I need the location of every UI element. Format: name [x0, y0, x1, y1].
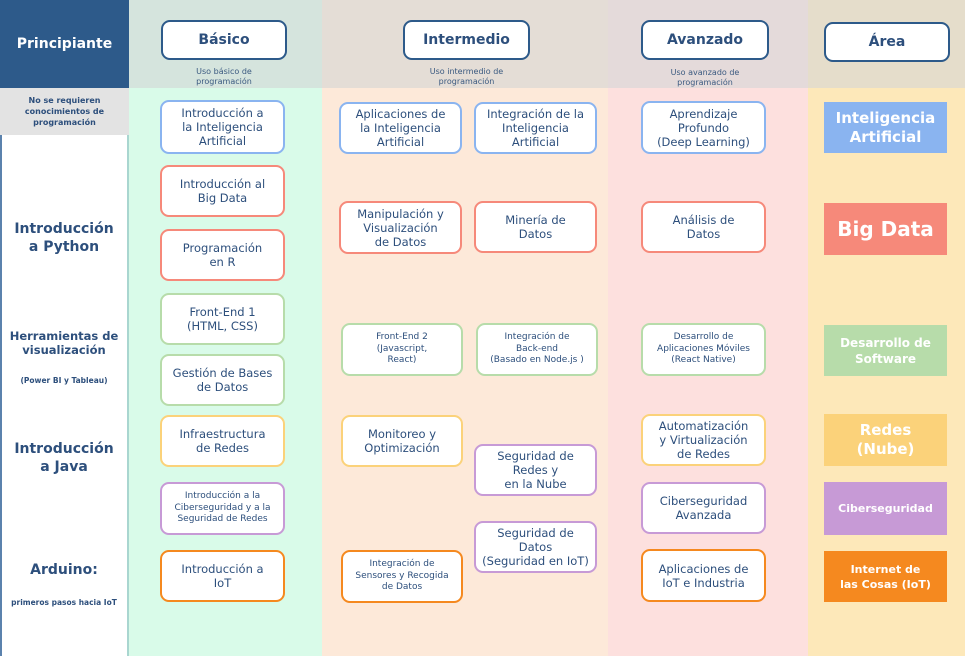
area-redes[interactable]: Redes (Nube) — [824, 414, 947, 466]
no-prerequisites-note: No se requieren conocimientos de program… — [24, 96, 105, 127]
course-intermedio-big_data[interactable]: Manipulación y Visualización de Datos — [339, 201, 462, 254]
sidebar-header: Principiante — [0, 0, 129, 88]
course-avanzado-big_data[interactable]: Análisis de Datos — [641, 201, 766, 253]
course-basico-big_data[interactable]: Programación en R — [160, 229, 285, 281]
sidebar-item-python[interactable]: Introducción a Python — [0, 201, 128, 275]
course-basico-iot[interactable]: Introducción a IoT — [160, 550, 285, 602]
course-avanzado-redes[interactable]: Automatización y Virtualización de Redes — [641, 414, 766, 466]
course-basico-software[interactable]: Gestión de Bases de Datos — [160, 354, 285, 406]
course-avanzado-software[interactable]: Desarrollo de Aplicaciones Móviles (Reac… — [641, 323, 766, 376]
course-basico-software[interactable]: Front-End 1 (HTML, CSS) — [160, 293, 285, 345]
course-basico-ciber[interactable]: Introducción a la Ciberseguridad y a la … — [160, 482, 285, 535]
area-iot[interactable]: Internet de las Cosas (IoT) — [824, 551, 947, 602]
sidebar-note: No se requieren conocimientos de program… — [0, 88, 129, 135]
area-ia[interactable]: Inteligencia Artificial — [824, 102, 947, 153]
sidebar-item-arduino[interactable]: Arduino: primeros pasos hacia IoT — [0, 542, 128, 626]
area-ciberseguridad[interactable]: Ciberseguridad — [824, 482, 947, 535]
course-basico-redes[interactable]: Infraestructura de Redes — [160, 415, 285, 467]
level-basico-button[interactable]: Básico — [161, 20, 287, 60]
course-intermedio-ciber[interactable]: Seguridad de Datos (Seguridad en IoT) — [474, 521, 597, 573]
course-avanzado-ia[interactable]: Aprendizaje Profundo (Deep Learning) — [641, 101, 766, 154]
level-avanzado-button[interactable]: Avanzado — [641, 20, 769, 60]
course-intermedio-software[interactable]: Front-End 2 (Javascript, React) — [341, 323, 463, 376]
course-basico-big_data[interactable]: Introducción al Big Data — [160, 165, 285, 217]
course-intermedio-software[interactable]: Integración de Back-end (Basado en Node.… — [476, 323, 598, 376]
course-intermedio-redes[interactable]: Monitoreo y Optimización — [341, 415, 463, 467]
sidebar-item-subtitle: (Power BI y Tableau) — [20, 376, 108, 385]
intermedio-description: Uso intermedio de programación — [429, 67, 504, 86]
course-basico-ia[interactable]: Introducción a la Inteligencia Artificia… — [160, 100, 285, 154]
area-software[interactable]: Desarrollo de Software — [824, 325, 947, 376]
course-intermedio-big_data[interactable]: Minería de Datos — [474, 201, 597, 253]
course-intermedio-iot[interactable]: Integración de Sensores y Recogida de Da… — [341, 550, 463, 603]
course-intermedio-ia[interactable]: Aplicaciones de la Inteligencia Artifici… — [339, 102, 462, 154]
avanzado-description: Uso avanzado de programación — [670, 68, 740, 87]
course-avanzado-ciber[interactable]: Ciberseguridad Avanzada — [641, 482, 766, 534]
level-intermedio-button[interactable]: Intermedio — [403, 20, 530, 60]
sidebar-title: Principiante — [16, 36, 113, 52]
sidebar-item-title: Herramientas de visualización — [9, 329, 119, 357]
course-avanzado-iot[interactable]: Aplicaciones de IoT e Industria — [641, 549, 766, 602]
sidebar-item-title: Introducción a Java — [14, 441, 114, 475]
area-big-data[interactable]: Big Data — [824, 203, 947, 255]
level-area-button[interactable]: Área — [824, 22, 950, 62]
basico-description: Uso básico de programación — [196, 67, 252, 86]
sidebar-item-title: Introducción a Python — [14, 221, 114, 255]
course-intermedio-ia[interactable]: Integración de la Inteligencia Artificia… — [474, 102, 597, 154]
course-intermedio-ciber[interactable]: Seguridad de Redes y en la Nube — [474, 444, 597, 496]
sidebar-item-java[interactable]: Introducción a Java — [0, 421, 128, 495]
sidebar-item-title: Arduino: — [30, 562, 98, 578]
sidebar-item-subtitle: primeros pasos hacia IoT — [11, 598, 117, 607]
sidebar-item-visualizacion[interactable]: Herramientas de visualización (Power BI … — [0, 310, 128, 404]
